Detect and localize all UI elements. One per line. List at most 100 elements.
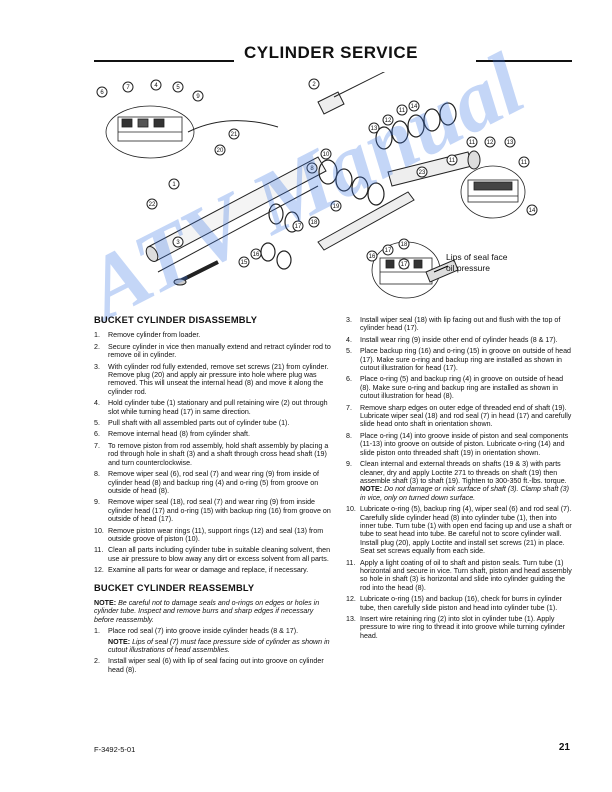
reassembly-heading: BUCKET CYLINDER REASSEMBLY [94, 582, 255, 593]
step-text: Remove wiper seal (18), rod seal (7) and… [108, 498, 331, 524]
svg-text:22: 22 [149, 202, 156, 208]
list-item: 12. Lubricate o-ring (15) and backup (16)… [346, 595, 574, 612]
list-item: 2.Secure cylinder in vice then manually … [94, 343, 332, 360]
step-number: 5. [346, 347, 352, 356]
title-rule-right [476, 60, 572, 62]
seal-rings [260, 102, 457, 270]
callout: 9 [192, 90, 204, 102]
callout: 2 [308, 78, 320, 90]
note-text: Do not damage or nick surface of shaft (… [360, 485, 569, 502]
step-number: 8. [346, 431, 352, 440]
title-rule-left [94, 60, 234, 62]
callout: 19 [330, 200, 342, 212]
callout: 15 [238, 256, 250, 268]
callout: 5 [172, 81, 184, 93]
svg-text:14: 14 [411, 104, 418, 110]
callout: 11 [396, 104, 408, 116]
step-number: 8. [94, 470, 100, 479]
step-number: 4. [346, 335, 352, 344]
list-item: 3.Install wiper seal (18) with lip facin… [346, 316, 574, 333]
list-item: 11.Clean all parts including cylinder tu… [94, 546, 332, 563]
step-text: Pull shaft with all assembled parts out … [108, 419, 290, 428]
step-text: Remove wiper seal (6), rod seal (7) and … [108, 470, 319, 495]
svg-text:8: 8 [310, 166, 314, 172]
svg-text:1: 1 [172, 182, 176, 188]
callout: 18 [308, 216, 320, 228]
callout: 3 [172, 236, 184, 248]
callout: 12 [484, 136, 496, 148]
step-text: Examine all parts for wear or damage and… [108, 566, 309, 575]
callout: 13 [368, 122, 380, 134]
svg-text:7: 7 [126, 85, 130, 91]
step-number: 12. [346, 595, 356, 604]
list-item: 3.With cylinder rod fully extended, remo… [94, 363, 332, 397]
step-text: Place backup ring (16) and o-ring (15) i… [360, 347, 571, 373]
note-text: Be careful not to damage seals and o-rin… [94, 598, 320, 624]
svg-text:6: 6 [100, 90, 104, 96]
list-item: 7. To remove piston from rod assembly, ho… [94, 442, 332, 467]
callout: 23 [416, 166, 428, 178]
callout: 11 [446, 154, 458, 166]
step-text: Apply a light coating of oil to shaft an… [360, 558, 572, 592]
callout: 17 [292, 220, 304, 232]
callout: 10 [320, 148, 332, 160]
list-item: 6.Remove internal head (8) from cylinder… [94, 430, 332, 438]
list-item: 2.Install wiper seal (6) with lip of sea… [94, 657, 324, 674]
svg-text:9: 9 [196, 94, 200, 100]
step-text: Insert wire retaining ring (2) into slot… [360, 615, 566, 640]
cylinder-tube [145, 72, 386, 286]
step-number: 7. [94, 441, 100, 450]
page-number: 21 [558, 742, 570, 753]
part-callouts: 6 7 4 5 9 2 21 20 1 3 22 8 10 11 12 13 1… [96, 78, 538, 270]
svg-text:10: 10 [323, 152, 330, 158]
document-code: F-3492-5-01 [94, 745, 136, 754]
callout: 11 [466, 136, 478, 148]
step-text: Clean all parts including cylinder tube … [108, 546, 331, 563]
callout: 4 [150, 79, 162, 91]
disassembly-steps: 1.Remove cylinder from loader.2.Secure c… [94, 331, 332, 574]
svg-text:23: 23 [419, 170, 426, 176]
head-cutaway-left [105, 105, 195, 159]
svg-text:11: 11 [469, 140, 476, 146]
step-number: 2. [94, 342, 100, 351]
callout: 16 [366, 250, 378, 262]
step-text: To remove piston from rod assembly, hold… [108, 441, 329, 467]
svg-text:20: 20 [217, 148, 224, 154]
callout: 1 [168, 178, 180, 190]
svg-text:15: 15 [241, 260, 248, 266]
svg-text:14: 14 [529, 208, 536, 214]
step-number: 7. [346, 403, 352, 412]
step-number: 1. [94, 331, 100, 340]
step-text: Place o-ring (5) and backup ring (4) in … [360, 375, 564, 401]
list-item: 8. Place o-ring (14) into groove inside o… [346, 432, 574, 457]
step-text: Install wear ring (9) inside other end o… [360, 335, 558, 344]
step-text: Remove internal head (8) from cylinder s… [108, 430, 250, 439]
step-text: Install wiper seal (18) with lip facing … [360, 316, 561, 333]
step-text: Place o-ring (14) into groove inside of … [360, 431, 569, 457]
step-number: 12. [94, 566, 104, 575]
list-item: 8. Remove wiper seal (6), rod seal (7) an… [94, 470, 332, 495]
step-text: Remove piston wear rings (11), support r… [108, 526, 324, 543]
step-number: 11. [346, 558, 356, 567]
svg-text:11: 11 [399, 108, 406, 114]
page-title: CYLINDER SERVICE [244, 43, 418, 62]
callout: 17 [398, 258, 410, 270]
step-number: 13. [346, 615, 356, 623]
list-item: 12. Examine all parts for wear or damage … [94, 566, 332, 574]
list-item: 7.Remove sharp edges on outer edge of th… [346, 404, 574, 429]
reassembly-note: NOTE: Be careful not to damage seals and… [94, 599, 332, 624]
svg-text:16: 16 [253, 252, 260, 258]
step-text: Lubricate o-ring (15) and backup (16), c… [360, 595, 562, 612]
svg-text:12: 12 [487, 140, 494, 146]
note-label: NOTE: [94, 598, 117, 607]
callout: 17 [382, 244, 394, 256]
step-number: 6. [346, 375, 352, 384]
step-text: Lubricate o-ring (5), backup ring (4), w… [360, 505, 572, 556]
seal-closeup [425, 259, 459, 283]
callout: 11 [518, 156, 530, 168]
callout: 18 [398, 238, 410, 250]
svg-text:3: 3 [176, 240, 180, 246]
left-column: BUCKET CYLINDER DISASSEMBLY 1.Remove cyl… [94, 315, 332, 677]
callout: 22 [146, 198, 158, 210]
callout: 12 [382, 114, 394, 126]
